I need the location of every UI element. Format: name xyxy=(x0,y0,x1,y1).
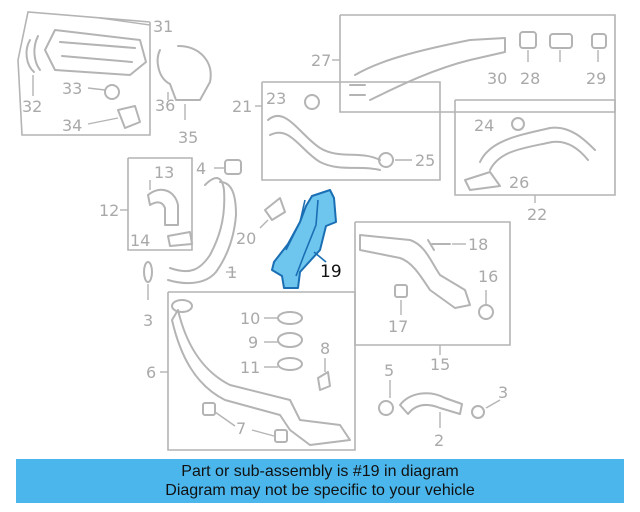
banner-line-1: Part or sub-assembly is #19 in diagram xyxy=(181,463,459,480)
label-35: 35 xyxy=(178,128,198,147)
label-31: 31 xyxy=(153,17,173,36)
label-3a: 3 xyxy=(143,311,153,330)
label-18: 18 xyxy=(468,235,488,254)
group-hose-21 xyxy=(255,81,441,181)
label-14: 14 xyxy=(130,231,150,250)
label-33: 33 xyxy=(62,79,82,98)
callout-labels: 31 32 33 34 35 36 27 30 28 29 21 23 25 2… xyxy=(22,17,606,450)
label-10: 10 xyxy=(240,309,260,328)
label-8: 8 xyxy=(320,339,330,358)
group-hose-1 xyxy=(143,159,286,300)
label-12: 12 xyxy=(99,201,119,220)
group-pipe-6 xyxy=(160,291,356,451)
label-23: 23 xyxy=(266,89,286,108)
label-19: 19 xyxy=(320,262,342,282)
label-4: 4 xyxy=(196,159,206,178)
label-24: 24 xyxy=(474,116,494,135)
label-6: 6 xyxy=(146,363,156,382)
group-manifold xyxy=(17,11,212,136)
label-34: 34 xyxy=(62,116,82,135)
label-1: 1 xyxy=(227,263,237,282)
label-5: 5 xyxy=(384,361,394,380)
label-22: 22 xyxy=(527,205,547,224)
label-20: 20 xyxy=(236,229,256,248)
info-banner: Part or sub-assembly is #19 in diagram D… xyxy=(16,459,624,503)
group-hose-22 xyxy=(454,99,616,203)
label-30: 30 xyxy=(487,69,507,88)
parts-diagram: 31 32 33 34 35 36 27 30 28 29 21 23 25 2… xyxy=(17,11,616,451)
label-2: 2 xyxy=(434,431,444,450)
label-27: 27 xyxy=(311,51,331,70)
label-21: 21 xyxy=(232,97,252,116)
label-17: 17 xyxy=(388,317,408,336)
group-pipes-top xyxy=(332,14,616,113)
label-16: 16 xyxy=(478,267,498,286)
group-hose-12 xyxy=(120,157,193,251)
label-11: 11 xyxy=(240,358,260,377)
label-3b: 3 xyxy=(498,383,508,402)
label-9: 9 xyxy=(248,333,258,352)
label-26: 26 xyxy=(509,173,529,192)
label-32: 32 xyxy=(22,97,42,116)
label-36: 36 xyxy=(155,96,175,115)
banner-line-2: Diagram may not be specific to your vehi… xyxy=(165,482,475,499)
label-25: 25 xyxy=(415,151,435,170)
part-19-highlight[interactable] xyxy=(271,189,337,289)
label-15: 15 xyxy=(430,355,450,374)
group-hose-2 xyxy=(378,380,501,428)
label-7: 7 xyxy=(236,419,246,438)
label-28: 28 xyxy=(520,69,540,88)
label-29: 29 xyxy=(586,69,606,88)
label-13: 13 xyxy=(154,163,174,182)
